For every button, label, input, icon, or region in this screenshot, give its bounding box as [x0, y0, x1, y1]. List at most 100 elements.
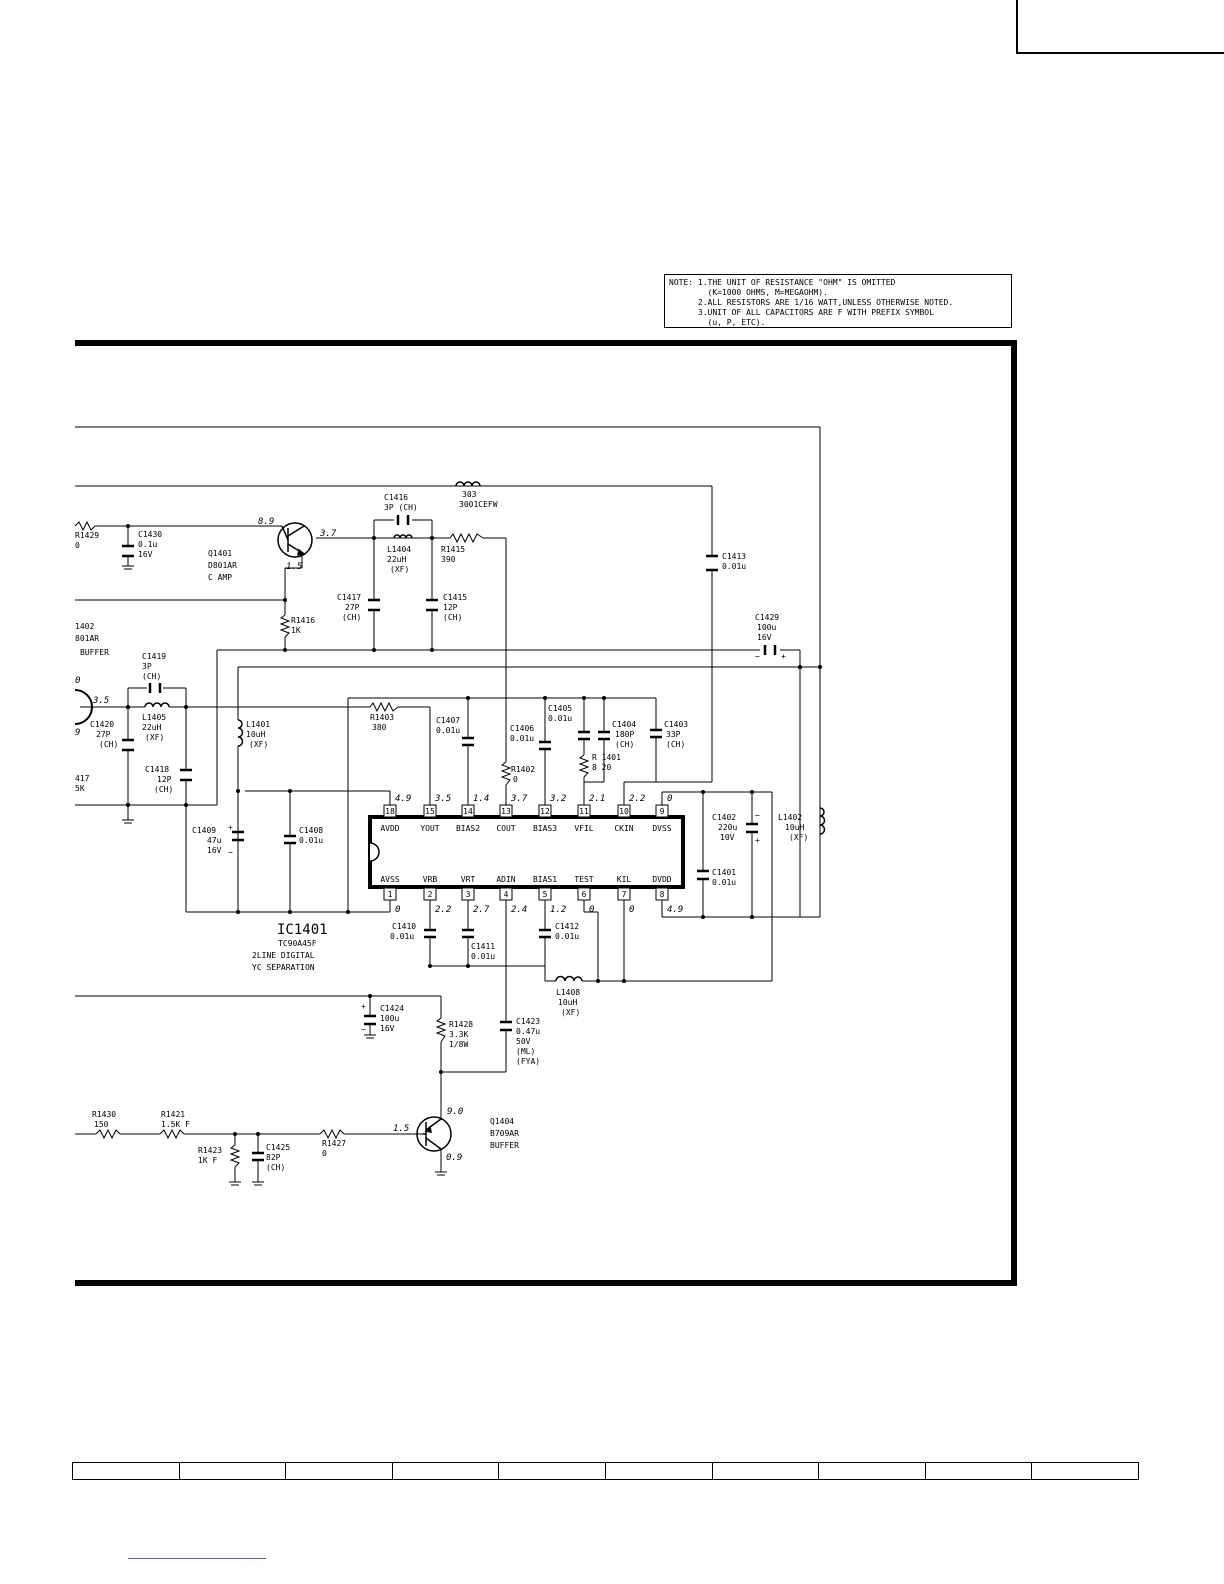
l1402-value: 10uH	[785, 823, 804, 832]
r1423-value: 1K F	[198, 1156, 217, 1165]
r1401-label: R 1401	[592, 753, 621, 762]
ic-top-pin-name: DVSS	[652, 824, 671, 833]
ic-top-pin-number: 13	[501, 807, 511, 816]
inductors	[144, 481, 826, 982]
q1402-ve: 3.5	[92, 696, 109, 706]
r1421-value: 1.5K F	[161, 1120, 190, 1129]
ic-bottom-pin-number: 4	[504, 890, 509, 899]
note-line: (u, P, ETC).	[669, 318, 766, 327]
ic-top-pin-voltage: 2.1	[589, 794, 605, 804]
c1424-label: C1424	[380, 1004, 404, 1013]
c1424-minus: −	[361, 1025, 366, 1034]
ic-bottom-pin-box	[617, 887, 631, 901]
r1403-value: 380	[372, 723, 387, 732]
ic-part: TC90A45F	[278, 939, 317, 948]
ic-top-pin-number: 14	[463, 807, 473, 816]
l1408-type: (XF)	[561, 1008, 580, 1017]
r1428-value: 3.3K	[449, 1030, 468, 1039]
ic-top-pin-name: CKIN	[614, 824, 633, 833]
r1417-label: 417	[75, 774, 90, 783]
l1408-value: 10uH	[558, 998, 577, 1007]
c1402-minus: −	[755, 811, 760, 820]
r1415-value: 390	[441, 555, 456, 564]
ic-bottom-pin-name: TEST	[574, 875, 593, 884]
c1417-value: 27P	[345, 603, 360, 612]
c1424-plus: +	[361, 1002, 366, 1011]
ic-bottom-pin-voltage: 0	[629, 905, 634, 915]
ic-top-pin-voltage: 4.9	[395, 794, 411, 804]
ic-top-pin-name: AVDD	[380, 824, 399, 833]
l1402-type: (XF)	[789, 833, 808, 842]
c1401-value: 0.01u	[712, 878, 736, 887]
c1408-label: C1408	[299, 826, 323, 835]
q1404-symbol	[416, 1116, 452, 1152]
ic-bottom-pins: 1AVSS02VRB2.23VRT2.74ADIN2.45BIAS11.26TE…	[380, 875, 683, 915]
c1404-label: C1404	[612, 720, 636, 729]
r1402-label: R1402	[511, 765, 535, 774]
c1402-rating: 10V	[720, 833, 735, 842]
ic-desc-2: YC SEPARATION	[252, 963, 315, 972]
ic-bottom-pin-name: VRT	[461, 875, 476, 884]
ic-top-pin-name: YOUT	[420, 824, 439, 833]
c1419-value: 3P	[142, 662, 152, 671]
resistors	[74, 520, 590, 1168]
c1424-value: 100u	[380, 1014, 399, 1023]
c1412-value: 0.01u	[555, 932, 579, 941]
ic-top-pin-box	[423, 804, 437, 818]
c1416-label: C1416	[384, 493, 408, 502]
c1417-type: (CH)	[342, 613, 361, 622]
l1402-label: L1402	[778, 813, 802, 822]
l1404-value: 22uH	[387, 555, 406, 564]
c1407-label: C1407	[436, 716, 460, 725]
q1401-part: D801AR	[208, 561, 237, 570]
ic1401-body	[368, 815, 685, 889]
x303-label: 303	[462, 490, 477, 499]
ic-bottom-pin-number: 3	[466, 890, 471, 899]
q1401-vc: 1.5	[286, 562, 302, 572]
c1419-label: C1419	[142, 652, 166, 661]
l1408-label: L1408	[556, 988, 580, 997]
r1429-label: R1429	[75, 531, 99, 540]
ic-desc-1: 2LINE DIGITAL	[252, 951, 315, 960]
c1412-label: C1412	[555, 922, 579, 931]
r1421-label: R1421	[161, 1110, 185, 1119]
r1427-value: 0	[322, 1149, 327, 1158]
r1428-label: R1428	[449, 1020, 473, 1029]
c1404-value: 180P	[615, 730, 634, 739]
ic-bottom-pin-number: 7	[622, 890, 627, 899]
c1407-value: 0.01u	[436, 726, 460, 735]
q1404-vc: 0.9	[446, 1153, 462, 1163]
r1402-value: 0	[513, 775, 518, 784]
ic-bottom-pin-voltage: 2.4	[511, 905, 527, 915]
q1402-ref: 1402	[75, 622, 94, 631]
note-line: 2.ALL RESISTORS ARE 1/16 WATT,UNLESS OTH…	[669, 298, 954, 307]
ic-bottom-pin-voltage: 2.2	[435, 905, 451, 915]
c1411-label: C1411	[471, 942, 495, 951]
ic-top-pin-box	[538, 804, 552, 818]
l1401-value: 10uH	[246, 730, 265, 739]
c1423-type: (ML)	[516, 1047, 535, 1056]
q1404-part: B709AR	[490, 1129, 519, 1138]
c1419-type: (CH)	[142, 672, 161, 681]
ic-bottom-pin-box	[499, 887, 513, 901]
r1415-label: R1415	[441, 545, 465, 554]
c1402-value: 220u	[718, 823, 737, 832]
c1410-value: 0.01u	[390, 932, 414, 941]
ic-bottom-pin-box	[423, 887, 437, 901]
c1429-plus: +	[781, 652, 786, 661]
ic-top-pin-voltage: 0	[667, 794, 672, 804]
q1401-vb: 8.9	[258, 517, 274, 527]
q1402-part: 801AR	[75, 634, 99, 643]
ic-bottom-pin-box	[461, 887, 475, 901]
c1415-value: 12P	[443, 603, 458, 612]
c1410-label: C1410	[392, 922, 416, 931]
ic-bottom-pin-name: KIL	[617, 875, 632, 884]
c1420-value: 27P	[96, 730, 111, 739]
ic-bottom-pin-name: DVDD	[652, 875, 671, 884]
ic-bottom-pin-voltage: 1.2	[550, 905, 566, 915]
c1409-label: C1409	[192, 826, 216, 835]
ic-top-pin-number: 18	[385, 807, 395, 816]
r1430-value: 150	[94, 1120, 109, 1129]
ic-bottom-pin-number: 5	[543, 890, 548, 899]
